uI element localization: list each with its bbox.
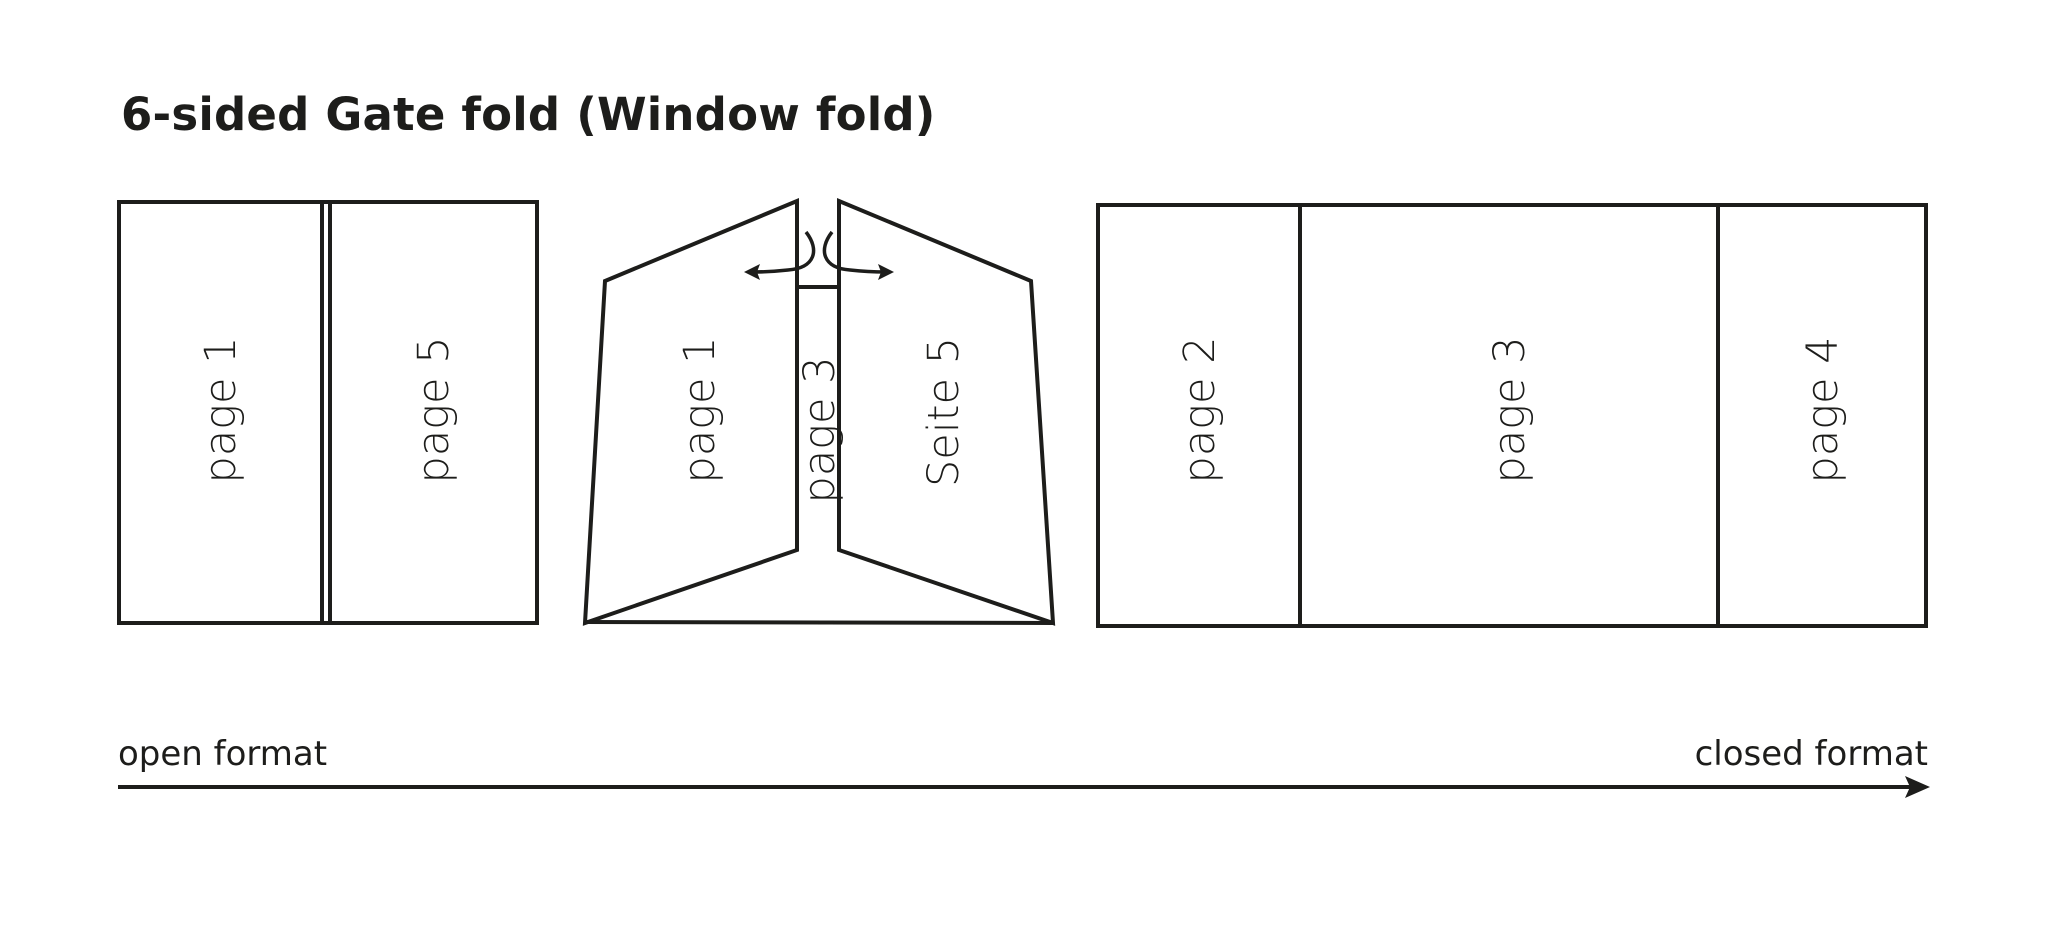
fold-arrows (751, 230, 887, 274)
folding-panel-label: page 1 (675, 336, 725, 484)
folding-baseline (584, 620, 1054, 625)
arrowhead-right-icon (878, 264, 894, 280)
folding-panel-label: Seite 5 (919, 336, 969, 488)
closed-format-sheet (1096, 203, 1928, 628)
closed-panel-label: page 2 (1175, 336, 1225, 484)
closed-panel-label: page 4 (1798, 336, 1848, 484)
arrowhead-left-icon (744, 264, 760, 280)
fold-arrow-left-icon (751, 230, 816, 274)
fold-arrow-right-icon (822, 230, 887, 274)
open-panel-label: page 5 (409, 336, 459, 484)
open-panel-label: page 1 (196, 336, 246, 484)
open-format-sheet (117, 200, 539, 625)
folding-view (582, 198, 1056, 626)
diagram-title: 6-sided Gate fold (Window fold) (121, 88, 936, 141)
folding-panel-label: page 3 (795, 356, 845, 504)
closed-sheet-outline (1096, 203, 1928, 628)
axis-end-label: closed format (1694, 734, 1928, 774)
format-axis (118, 776, 1930, 798)
axis-arrowhead-icon (1905, 776, 1930, 798)
closed-panel-label: page 3 (1485, 336, 1535, 484)
axis-start-label: open format (118, 734, 328, 774)
